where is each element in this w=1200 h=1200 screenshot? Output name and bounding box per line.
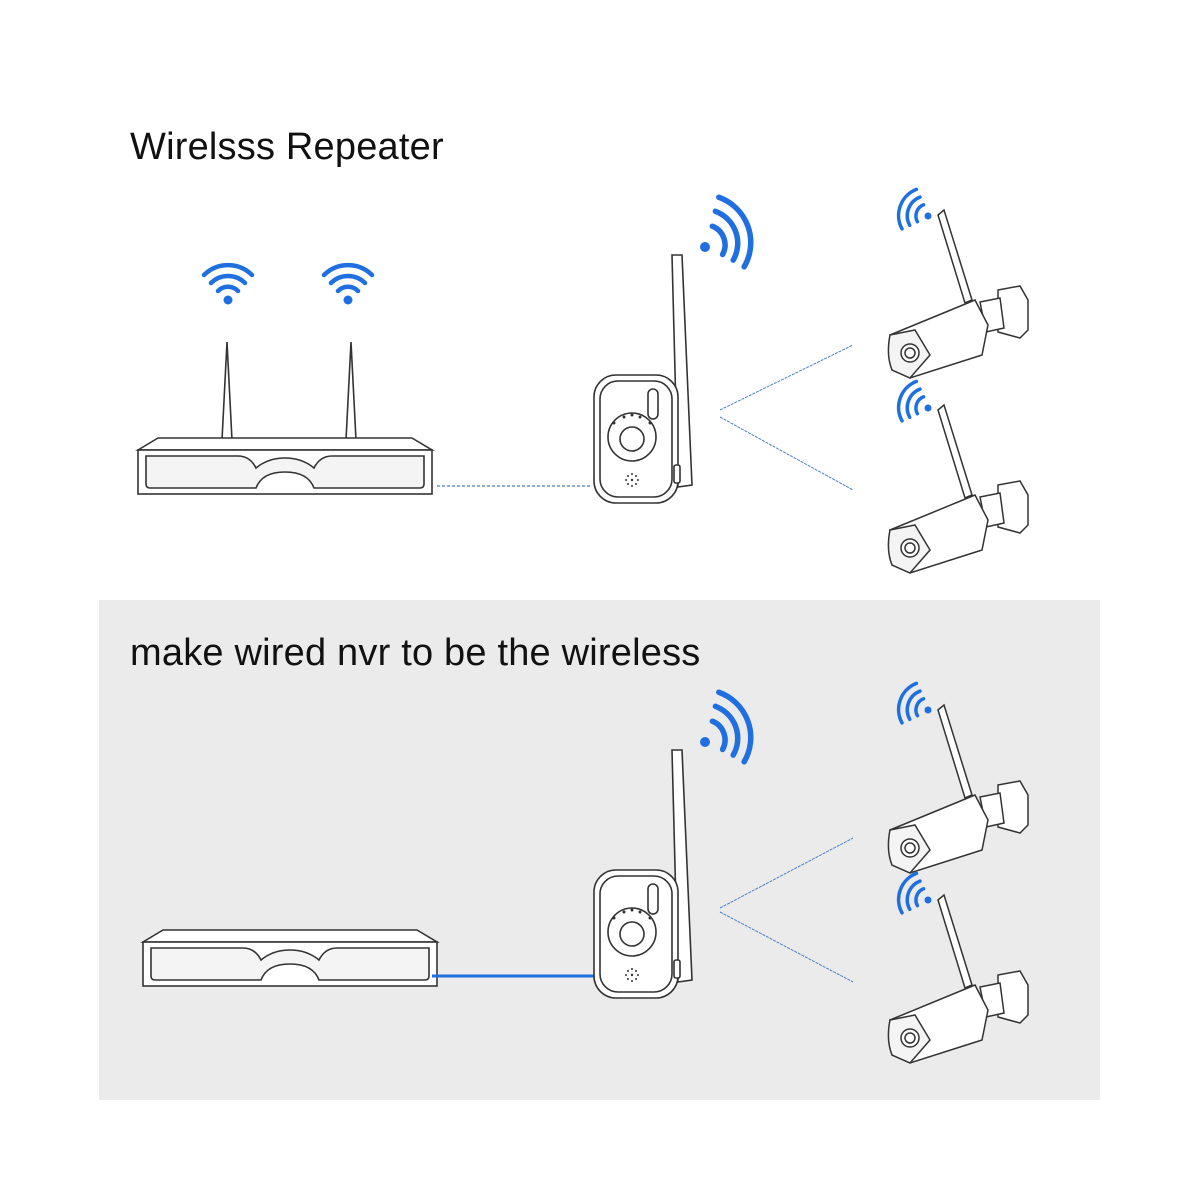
wifi-icon — [324, 265, 372, 304]
camera-icon — [887, 209, 1029, 379]
wifi-icon — [891, 184, 934, 231]
signal-line — [719, 416, 854, 491]
wifi-icon — [700, 686, 761, 761]
signal-line — [719, 344, 854, 411]
signal-line — [719, 837, 854, 909]
section-title-wired-nvr: make wired nvr to be the wireless — [130, 632, 701, 674]
section-title-wireless-repeater: Wirelsss Repeater — [130, 126, 444, 168]
nvr-icon — [137, 341, 433, 495]
camera-icon — [887, 404, 1029, 574]
camera-icon — [887, 894, 1029, 1064]
wifi-icon — [204, 265, 252, 304]
wifi-icon — [700, 191, 761, 266]
section-1-diagram — [137, 184, 1029, 574]
signal-line — [719, 911, 854, 983]
repeater-icon — [593, 749, 693, 999]
wifi-icon — [891, 376, 934, 423]
repeater-icon — [593, 254, 693, 504]
section-2-diagram — [142, 678, 1029, 1064]
wifi-icon — [891, 678, 934, 725]
wifi-icon — [891, 868, 934, 915]
camera-icon — [887, 704, 1029, 874]
nvr-icon — [142, 929, 438, 987]
